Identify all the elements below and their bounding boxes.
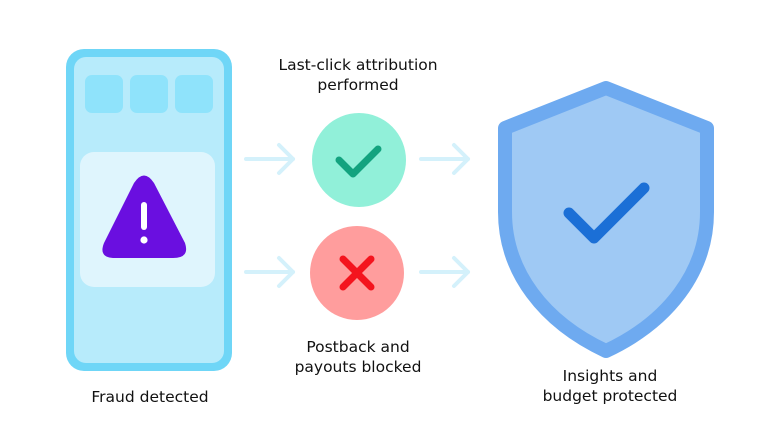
- blocked-label-line: payouts blocked: [294, 358, 422, 376]
- attribution-label: Last-click attribution performed: [248, 55, 468, 95]
- error-cross-icon: [310, 226, 404, 320]
- arrow-right-icon: [244, 143, 295, 175]
- protected-label-line: Insights and: [562, 367, 658, 385]
- arrow-right-icon: [419, 256, 470, 288]
- attribution-label-line: performed: [317, 76, 399, 94]
- success-check-icon: [312, 113, 406, 207]
- arrow-right-icon: [419, 143, 470, 175]
- fraud-label: Fraud detected: [91, 388, 209, 406]
- protected-label-line: budget protected: [542, 387, 678, 405]
- blocked-label-line: Postback and: [306, 338, 410, 356]
- attribution-label-line: Last-click attribution: [278, 56, 438, 74]
- blocked-label: Postback and payouts blocked: [258, 337, 458, 377]
- arrow-right-icon: [244, 256, 295, 288]
- protected-label: Insights and budget protected: [500, 366, 720, 406]
- shield-check-icon: [498, 81, 714, 358]
- warning-icon: [102, 175, 187, 258]
